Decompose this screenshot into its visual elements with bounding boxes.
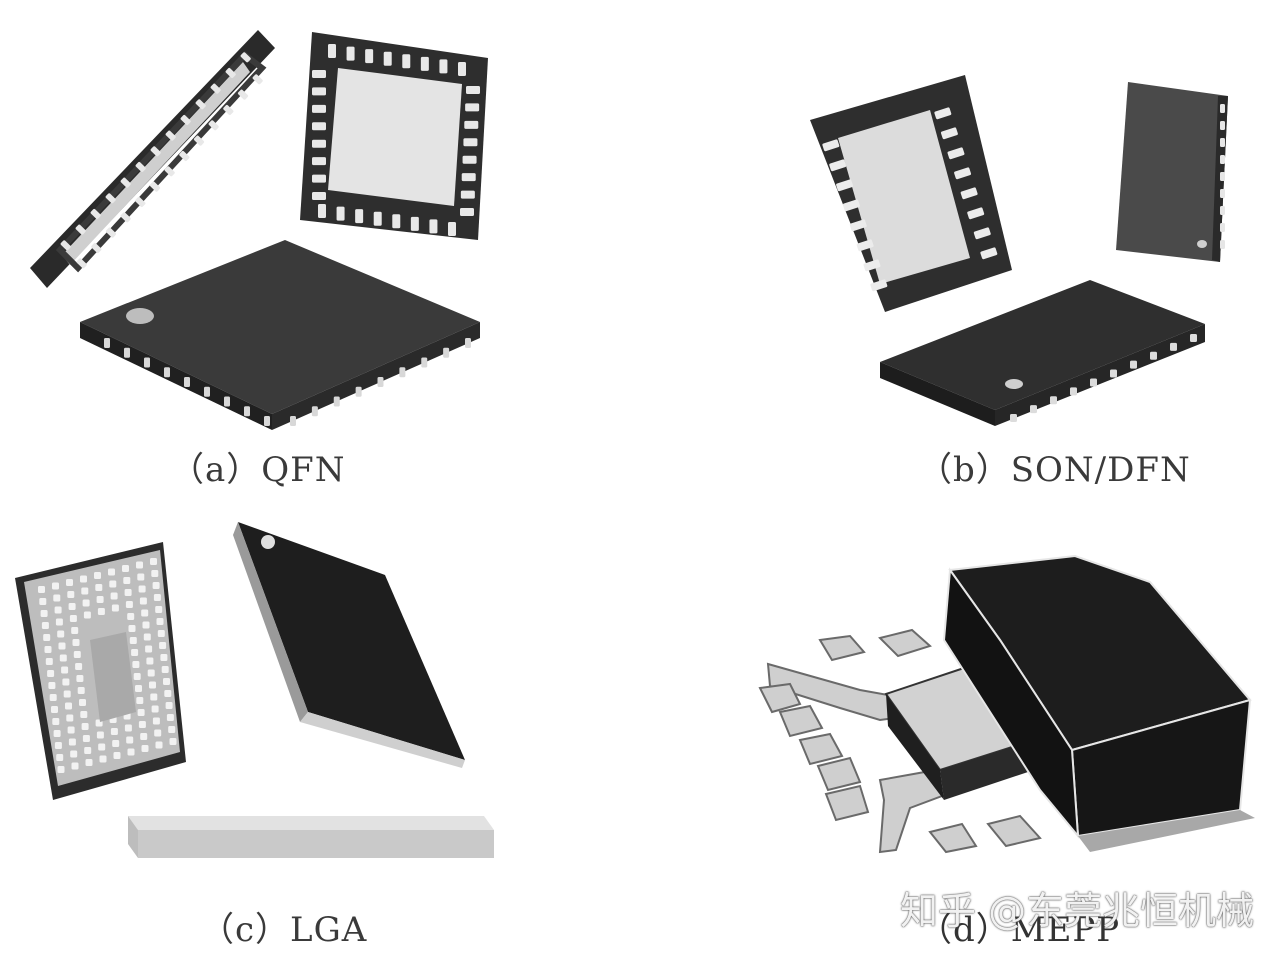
lga-top-chip xyxy=(233,522,465,768)
caption-lga: （c）LGA xyxy=(200,910,368,950)
son-dfn-group xyxy=(810,75,1228,426)
lga-bottom-chip xyxy=(15,542,186,800)
caption-mepp: （d）MEPP xyxy=(918,910,1121,950)
qfn-group xyxy=(30,30,488,430)
lga-side-chip xyxy=(128,816,494,858)
mepp-group xyxy=(758,554,1255,854)
qfn-bottom-chip xyxy=(300,32,488,240)
qfn-tilted-chip xyxy=(30,30,275,288)
mepp-mold-body xyxy=(942,554,1255,852)
son-flat-chip xyxy=(880,280,1205,426)
caption-son-dfn: （b）SON/DFN xyxy=(918,450,1191,490)
qfn-flat-chip xyxy=(80,240,480,430)
caption-qfn: （a）QFN xyxy=(170,450,346,490)
lga-group xyxy=(15,522,494,858)
son-bottom-chip xyxy=(810,75,1012,312)
mepp-lead-frame xyxy=(758,628,1042,854)
watermark: 知乎 @东莞兆恒机械 xyxy=(900,889,1255,933)
dfn-side-chip xyxy=(1116,82,1228,262)
